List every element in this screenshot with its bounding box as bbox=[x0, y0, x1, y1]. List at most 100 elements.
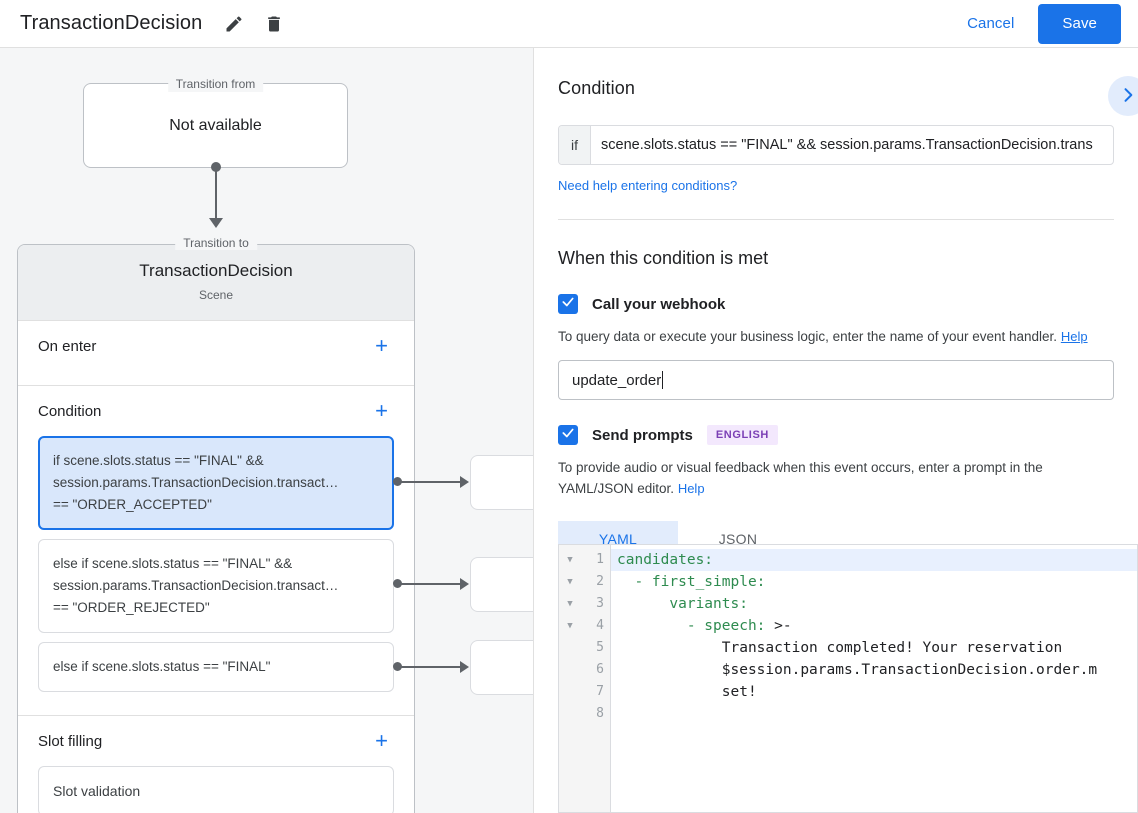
save-button[interactable]: Save bbox=[1038, 3, 1121, 44]
editor-code-line[interactable]: set! bbox=[611, 681, 1137, 703]
editor-code-line[interactable]: variants: bbox=[611, 593, 1137, 615]
scene-card-header: TransactionDecision Scene bbox=[18, 245, 414, 321]
section-on-enter: On enter + bbox=[18, 321, 414, 386]
call-webhook-row: Call your webhook bbox=[558, 294, 1114, 314]
edit-name-button[interactable] bbox=[218, 8, 250, 40]
edge-target-card-2[interactable] bbox=[470, 640, 533, 695]
transition-from-card[interactable]: Transition from Not available bbox=[83, 76, 348, 168]
add-on-enter-button[interactable]: + bbox=[369, 333, 394, 359]
prompts-help-link[interactable]: Help bbox=[677, 481, 705, 496]
section-header: On enter + bbox=[38, 321, 394, 371]
yaml-key-token: candidates: bbox=[617, 552, 714, 568]
edge-target-card-1[interactable] bbox=[470, 557, 533, 612]
section-condition: Condition + if scene.slots.status == "FI… bbox=[18, 386, 414, 716]
condition-item-1[interactable]: else if scene.slots.status == "FINAL" &&… bbox=[38, 539, 394, 633]
edge-arrow-2 bbox=[460, 661, 469, 673]
webhook-description: To query data or execute your business l… bbox=[558, 326, 1114, 347]
editor-code-line[interactable]: candidates: bbox=[611, 549, 1137, 571]
edge-arrow-0 bbox=[460, 476, 469, 488]
condition-if-row[interactable]: if scene.slots.status == "FINAL" && sess… bbox=[558, 125, 1114, 165]
if-label: if bbox=[559, 126, 591, 164]
fold-toggle-icon[interactable]: ▼ bbox=[567, 621, 573, 631]
call-webhook-label: Call your webhook bbox=[592, 295, 726, 313]
editor-code-line[interactable]: Transaction completed! Your reservation bbox=[611, 637, 1137, 659]
editor-code-area[interactable]: candidates: - first_simple: variants: - … bbox=[611, 545, 1137, 812]
editor-code-line[interactable] bbox=[611, 703, 1137, 725]
editor-line-number: 2 bbox=[596, 574, 604, 589]
check-icon bbox=[561, 426, 575, 445]
edge-arrow-1 bbox=[460, 578, 469, 590]
edge-target-card-0[interactable] bbox=[470, 455, 533, 510]
when-condition-met-heading: When this condition is met bbox=[558, 248, 769, 268]
text-caret bbox=[662, 371, 664, 389]
edge-dot-0 bbox=[393, 477, 402, 486]
scene-title: TransactionDecision bbox=[139, 261, 293, 280]
yaml-value-token: Transaction completed! Your reservation bbox=[617, 640, 1063, 656]
editor-fold-gutter[interactable]: ▼ ▼ ▼ ▼ bbox=[559, 545, 581, 812]
webhook-help-link[interactable]: Help bbox=[1060, 329, 1088, 344]
language-badge: ENGLISH bbox=[706, 425, 778, 445]
add-slot-filling-button[interactable]: + bbox=[369, 728, 394, 754]
yaml-key-token: - speech: bbox=[617, 618, 766, 634]
top-bar: TransactionDecision Cancel Save bbox=[0, 0, 1138, 48]
edge-line-1 bbox=[400, 583, 463, 585]
yaml-key-token: variants: bbox=[617, 596, 748, 612]
section-title-on-enter: On enter bbox=[38, 337, 97, 355]
transition-to-legend: Transition to bbox=[175, 236, 257, 250]
check-icon bbox=[561, 295, 575, 314]
condition-expression-input[interactable]: scene.slots.status == "FINAL" && session… bbox=[601, 137, 1093, 153]
section-slot-filling: Slot filling + Slot validation bbox=[18, 716, 414, 813]
condition-line: if scene.slots.status == "FINAL" && bbox=[53, 453, 264, 468]
fold-toggle-icon[interactable]: ▼ bbox=[567, 555, 573, 565]
webhook-handler-value: update_order bbox=[572, 371, 662, 389]
condition-line: else if scene.slots.status == "FINAL" bbox=[53, 659, 271, 674]
send-prompts-row: Send prompts ENGLISH bbox=[558, 425, 1114, 445]
edge-dot-1 bbox=[393, 579, 402, 588]
divider bbox=[558, 219, 1114, 220]
section-title-slot-filling: Slot filling bbox=[38, 732, 103, 750]
page-title: TransactionDecision bbox=[20, 12, 203, 34]
condition-item-0[interactable]: if scene.slots.status == "FINAL" && sess… bbox=[38, 436, 394, 530]
edge-line-0 bbox=[400, 481, 463, 483]
cancel-button[interactable]: Cancel bbox=[957, 7, 1024, 40]
transition-from-value: Not available bbox=[169, 116, 262, 134]
scene-subtitle: Scene bbox=[198, 288, 234, 302]
editor-line-number: 7 bbox=[596, 684, 604, 699]
add-condition-button[interactable]: + bbox=[369, 398, 394, 424]
call-webhook-checkbox[interactable] bbox=[558, 294, 578, 314]
transition-from-legend: Transition from bbox=[167, 76, 264, 92]
pencil-icon bbox=[224, 14, 244, 34]
section-title-condition: Condition bbox=[38, 402, 102, 420]
editor-code-line[interactable]: - speech: >- bbox=[611, 615, 1137, 637]
editor-line-number: 4 bbox=[596, 618, 604, 633]
scene-graph-canvas[interactable]: Transition from Not available Transactio… bbox=[0, 48, 533, 813]
fold-toggle-icon[interactable]: ▼ bbox=[567, 577, 573, 587]
yaml-key-token: - first_simple: bbox=[617, 574, 766, 590]
condition-line: session.params.TransactionDecision.trans… bbox=[53, 578, 339, 593]
editor-line-number: 6 bbox=[596, 662, 604, 677]
webhook-handler-input[interactable]: update_order bbox=[558, 360, 1114, 400]
send-prompts-checkbox[interactable] bbox=[558, 425, 578, 445]
delete-button[interactable] bbox=[258, 8, 290, 40]
condition-line: else if scene.slots.status == "FINAL" && bbox=[53, 556, 293, 571]
fold-toggle-icon[interactable]: ▼ bbox=[567, 599, 573, 609]
editor-code-line[interactable]: $session.params.TransactionDecision.orde… bbox=[611, 659, 1137, 681]
yaml-value-token: set! bbox=[617, 684, 757, 700]
editor-code-line[interactable]: - first_simple: bbox=[611, 571, 1137, 593]
prompts-description: To provide audio or visual feedback when… bbox=[558, 457, 1114, 499]
editor-line-number: 1 bbox=[596, 552, 604, 567]
edge-line-2 bbox=[400, 666, 463, 668]
condition-line: == "ORDER_ACCEPTED" bbox=[53, 497, 212, 512]
yaml-value-token: >- bbox=[765, 618, 792, 634]
expand-panel-button[interactable] bbox=[1108, 76, 1138, 116]
edge-dot-2 bbox=[393, 662, 402, 671]
slot-validation-item[interactable]: Slot validation bbox=[38, 766, 394, 813]
condition-item-2[interactable]: else if scene.slots.status == "FINAL" bbox=[38, 642, 394, 692]
transition-to-scene-card[interactable]: TransactionDecision Scene On enter + Con… bbox=[17, 244, 415, 813]
condition-line: session.params.TransactionDecision.trans… bbox=[53, 475, 339, 490]
panel-divider bbox=[533, 48, 534, 813]
webhook-description-text: To query data or execute your business l… bbox=[558, 329, 1058, 344]
need-help-conditions-link[interactable]: Need help entering conditions? bbox=[558, 178, 738, 193]
